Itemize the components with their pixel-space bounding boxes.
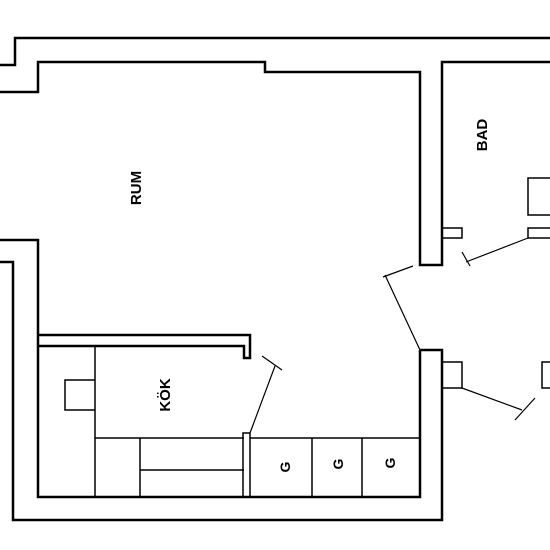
kitchen-unit-label: G <box>382 457 398 468</box>
bath-door <box>461 237 529 267</box>
cabinet-row <box>250 437 420 497</box>
bath-wall-stub <box>442 227 463 239</box>
inner-wall-top <box>0 60 550 267</box>
living-room-door <box>382 265 421 351</box>
room-label-kitchen: KÖK <box>157 378 174 412</box>
kitchen-unit-label: G <box>330 458 346 469</box>
bath-fixture <box>527 177 550 216</box>
entrance-jamb-right <box>541 361 550 389</box>
counter-bottom <box>95 437 244 497</box>
kitchen-unit-label: G <box>277 461 293 472</box>
kitchen-inner-wall <box>36 335 422 499</box>
room-label-living: RUM <box>128 171 145 205</box>
entrance-jamb <box>442 361 463 389</box>
room-label-bath: BAD <box>474 119 491 152</box>
bath-wall-stub-right <box>527 227 550 239</box>
kitchen-partition <box>38 333 252 360</box>
inner-wall-left-lower <box>0 260 444 522</box>
door-stop-kitchen <box>242 432 251 498</box>
kitchen-door <box>249 355 283 434</box>
entrance-door <box>461 387 536 421</box>
outer-wall-left-lower <box>0 238 40 335</box>
outer-wall-top <box>0 36 550 67</box>
counter-left <box>38 345 96 497</box>
